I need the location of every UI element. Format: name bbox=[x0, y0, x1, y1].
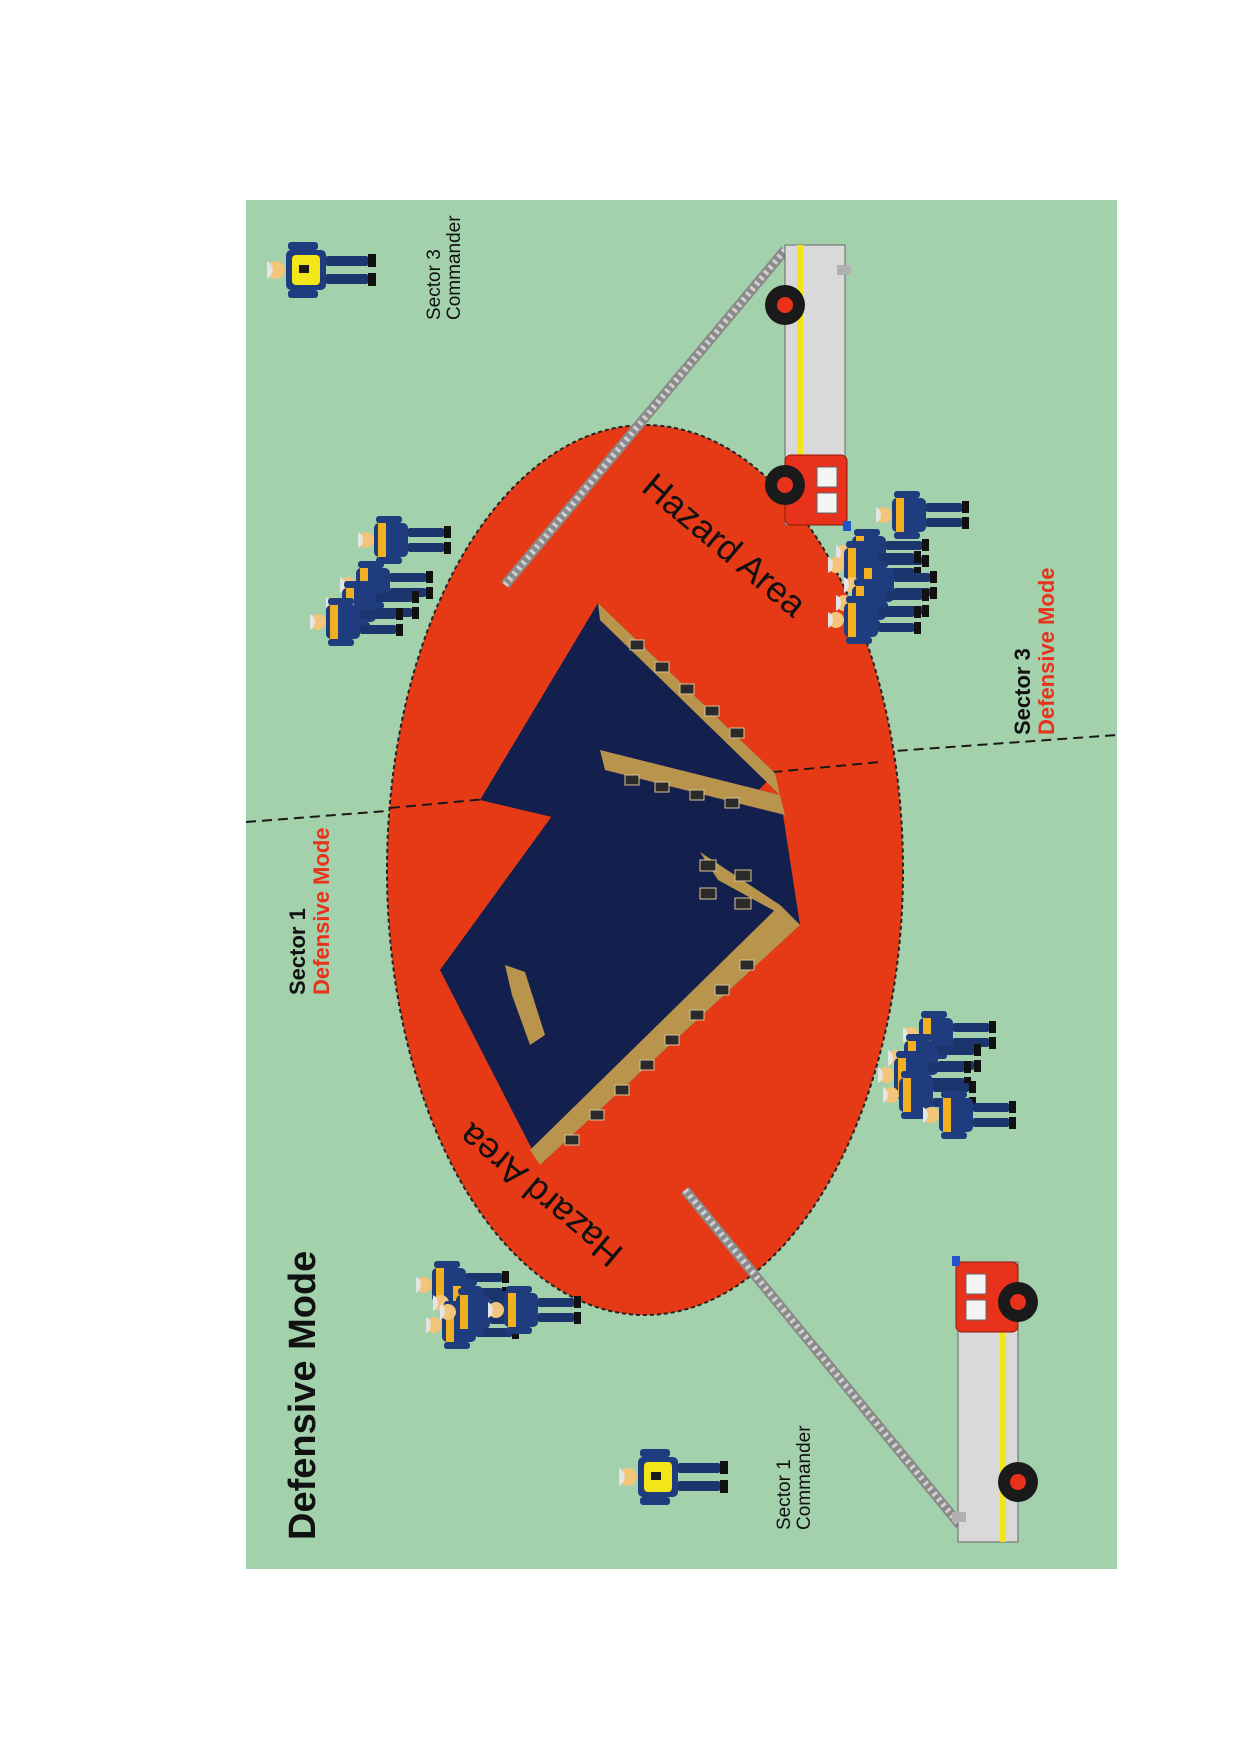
sector-divider-left bbox=[245, 809, 401, 823]
building bbox=[440, 603, 800, 1165]
sector-1-commander-line1: Sector 1 bbox=[774, 1459, 795, 1530]
building-wall-upper bbox=[598, 603, 780, 795]
ladder-bottom bbox=[681, 1186, 964, 1529]
sector-3-commander-label: Sector 3 Commander bbox=[424, 215, 465, 320]
ladder-top bbox=[501, 246, 789, 589]
sector-3-commander-line2: Commander bbox=[444, 215, 465, 320]
building-wall-inner bbox=[700, 852, 800, 925]
sector-1-mode: Defensive Mode bbox=[309, 828, 334, 996]
sector-1-label: Sector 1 Defensive Mode bbox=[285, 828, 334, 996]
sector-3-name: Sector 3 bbox=[1010, 648, 1035, 735]
roof-access bbox=[505, 965, 545, 1045]
sector-1-name: Sector 1 bbox=[285, 908, 310, 995]
sector-3-label: Sector 3 Defensive Mode bbox=[1010, 568, 1059, 736]
sector-3-commander-line1: Sector 3 bbox=[424, 249, 445, 320]
building-roof-main bbox=[440, 750, 800, 1165]
sector-1-commander-line2: Commander bbox=[794, 1425, 815, 1530]
sector-1-commander-label: Sector 1 Commander bbox=[774, 1425, 815, 1530]
diagram-title: Defensive Mode bbox=[282, 1251, 324, 1540]
sector-3-mode: Defensive Mode bbox=[1034, 568, 1059, 736]
